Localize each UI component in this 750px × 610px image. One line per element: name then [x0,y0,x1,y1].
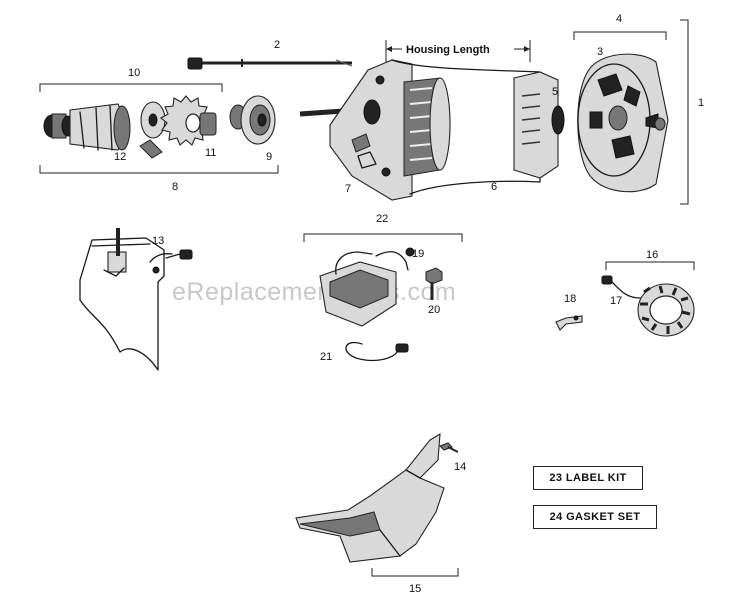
bracket-16 [605,261,695,270]
through-bolt-part[interactable] [187,57,353,70]
drive-end-cap-part[interactable] [229,95,276,145]
callout-5: 5 [552,86,558,98]
callout-6: 6 [491,181,497,193]
callout-8: 8 [172,181,178,193]
washer-part[interactable] [140,101,166,139]
callout-7: 7 [345,183,351,195]
callout-20: 20 [428,304,440,316]
callout-numbers: 1 2 3 4 5 6 7 8 9 10 11 12 13 14 15 16 1… [114,13,704,595]
callout-18: 18 [564,293,576,305]
callout-4: 4 [616,13,622,25]
housing-part[interactable] [391,59,565,195]
gasket-set-text: 24 GASKET SET [549,511,641,523]
callout-12: 12 [114,151,126,163]
callout-15: 15 [409,583,421,595]
housing-length-dimension: Housing Length [385,40,531,62]
callout-19: 19 [412,248,424,260]
callout-13: 13 [152,235,164,247]
terminal-part[interactable] [555,315,583,331]
callout-3: 3 [597,46,603,58]
bracket-22 [303,233,463,242]
stator-part[interactable] [601,275,695,337]
lower-shroud-part[interactable] [295,432,445,563]
armature-part[interactable] [403,77,451,177]
callout-9: 9 [266,151,272,163]
blower-housing-part[interactable] [79,228,193,371]
end-frame-part[interactable] [299,59,413,201]
callout-16: 16 [646,249,658,261]
bracket-drive-group [39,83,279,174]
bracket-4 [573,31,667,40]
shroud-screw-part[interactable] [439,442,459,453]
callout-21: 21 [320,351,332,363]
callout-1: 1 [698,97,704,109]
callout-2: 2 [274,39,280,51]
callout-14: 14 [454,461,466,473]
housing-length-label: Housing Length [406,44,490,56]
drive-clutch-part[interactable] [43,103,131,151]
pin-part[interactable] [139,139,163,159]
callout-22: 22 [376,213,388,225]
pinion-gear-part[interactable] [160,95,217,146]
label-kit-text: 23 LABEL KIT [549,472,627,484]
ignition-coil-part[interactable] [319,247,415,327]
screw-part[interactable] [425,267,443,300]
gasket-set-box: 24 GASKET SET [533,505,657,529]
bracket-15 [371,568,459,577]
callout-17: 17 [610,295,622,307]
callout-11: 11 [205,147,216,159]
label-kit-box: 23 LABEL KIT [533,466,643,490]
bracket-1 [680,19,689,205]
ground-wire-part[interactable] [345,341,409,362]
watermark: eReplacementParts.com [172,278,456,306]
brush-end-cap-part[interactable] [577,53,669,193]
callout-10: 10 [128,67,140,79]
